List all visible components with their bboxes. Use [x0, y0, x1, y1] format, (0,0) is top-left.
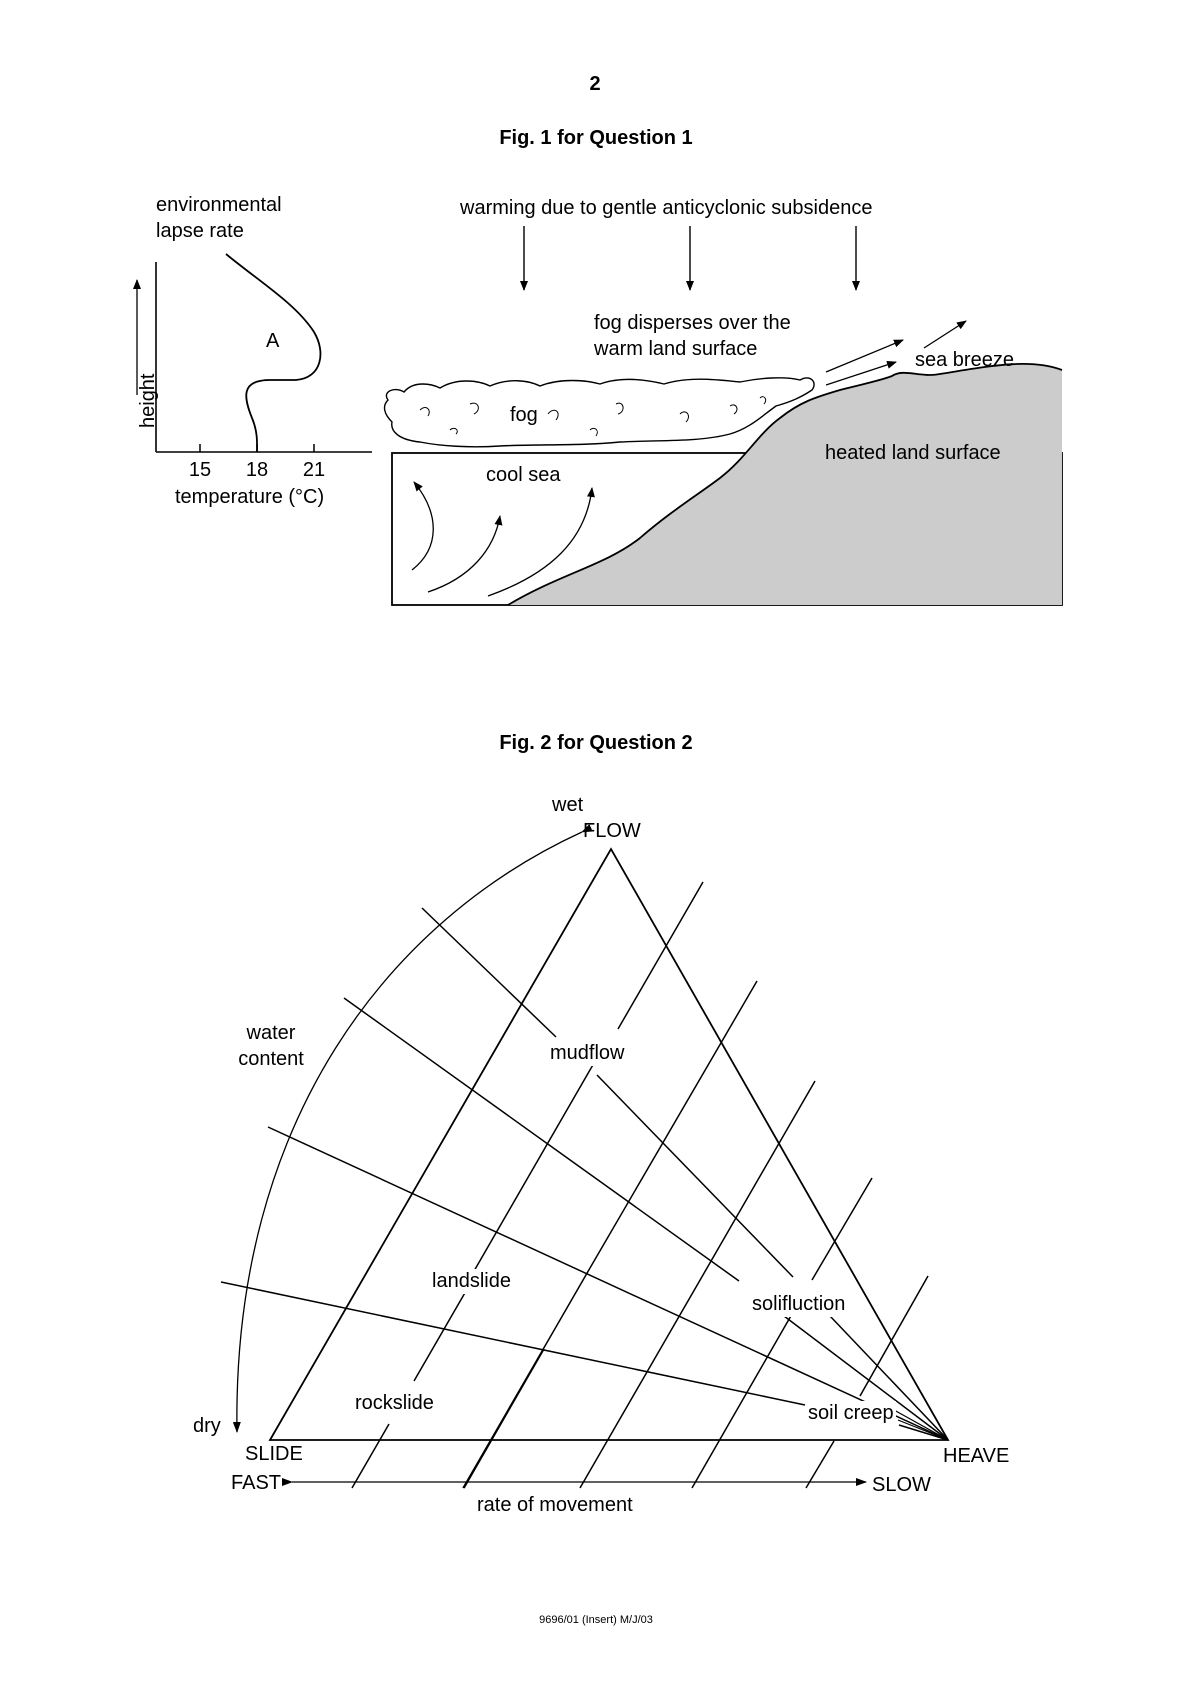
heave-label: HEAVE — [943, 1445, 1010, 1467]
rockslide-label: rockslide — [353, 1391, 436, 1416]
rate-line-l6 — [805, 1440, 835, 1489]
fig1-diagram — [133, 226, 1063, 606]
rate-line-l5b — [811, 1177, 873, 1281]
rate-line-2a — [463, 1348, 545, 1489]
current-arrow-3 — [487, 487, 595, 597]
fog-cloud — [383, 377, 815, 448]
tick-label-15: 15 — [188, 459, 212, 481]
rate-line-2b — [544, 1063, 594, 1349]
point-a-label: A — [266, 330, 280, 352]
water-line-4b — [898, 1424, 949, 1441]
water-content-arc — [232, 824, 593, 1433]
rate-line-main4 — [580, 1077, 817, 1488]
rate-line-line4 — [579, 1080, 816, 1489]
dry-label: dry — [193, 1415, 221, 1437]
fig1-title: Fig. 1 for Question 1 — [499, 127, 693, 149]
water-content-line1: water — [246, 1022, 296, 1044]
fog-texture — [419, 396, 767, 437]
breeze-arrow-3 — [923, 320, 967, 349]
fog-disperse-line1: fog disperses over the — [594, 312, 791, 334]
water-line-2a — [343, 997, 740, 1282]
mudflow-label: mudflow — [548, 1041, 627, 1066]
rate-line-1b — [413, 1290, 467, 1382]
heave-fan-2 — [897, 1419, 949, 1441]
fig2-title: Fig. 2 for Question 2 — [499, 732, 693, 754]
rate-line-3a — [617, 881, 704, 1030]
heated-land — [508, 363, 1062, 605]
water-content-line2: content — [238, 1048, 304, 1070]
lapse-label-line1: environmental — [156, 194, 282, 216]
rate-line-b3 — [580, 1080, 816, 1488]
slide-label: SLIDE — [245, 1443, 303, 1465]
solifluction-label: solifluction — [750, 1292, 848, 1317]
fog-label: fog — [510, 404, 538, 426]
page-number: 2 — [589, 73, 601, 95]
heave-fan-1 — [893, 1409, 949, 1441]
rate-line-2d — [463, 1389, 521, 1489]
x-axis-label: temperature (°C) — [175, 486, 325, 508]
slow-label: SLOW — [872, 1474, 931, 1496]
fog-disperse-line2: warm land surface — [594, 338, 758, 360]
flow-label: FLOW — [583, 820, 641, 842]
tick-label-21: 21 — [302, 459, 326, 481]
heated-land-label: heated land surface — [825, 442, 1001, 464]
rate-line-1 — [351, 1423, 390, 1489]
footer-code: 9696/01 (Insert) M/J/03 — [539, 1614, 653, 1626]
soil-creep-label: soil creep — [806, 1401, 896, 1426]
current-arrow-2 — [427, 515, 503, 593]
rate-line-third-b — [589, 980, 758, 1269]
breeze-arrow-1 — [825, 339, 904, 373]
fast-label: FAST — [231, 1472, 282, 1494]
height-label: height — [137, 373, 159, 429]
rate-of-movement-label: rate of movement — [477, 1494, 633, 1516]
rate-line-l5 — [691, 1313, 793, 1489]
landslide-label: landslide — [430, 1269, 513, 1294]
water-line-4a — [220, 1281, 806, 1406]
sea-breeze-label: sea breeze — [915, 349, 1014, 371]
triangle — [268, 847, 950, 1441]
wet-label: wet — [552, 794, 584, 816]
land-outline — [507, 363, 1063, 606]
cool-sea-label: cool sea — [486, 464, 561, 486]
breeze-arrow-2 — [825, 361, 897, 386]
current-arrow-1 — [411, 481, 434, 571]
rate-line-d4 — [580, 1180, 758, 1488]
rate-line-l6b — [859, 1275, 929, 1397]
lapse-label-line2: lapse rate — [156, 220, 244, 242]
water-line-1a — [421, 907, 557, 1038]
rate-line-third-a — [462, 1267, 591, 1489]
lapse-rate-curve — [225, 253, 322, 453]
subsidence-label: warming due to gentle anticyclonic subsi… — [460, 197, 873, 219]
water-line-1b — [596, 1074, 794, 1278]
rate-line-2c — [469, 1062, 595, 1279]
tick-label-18: 18 — [245, 459, 269, 481]
